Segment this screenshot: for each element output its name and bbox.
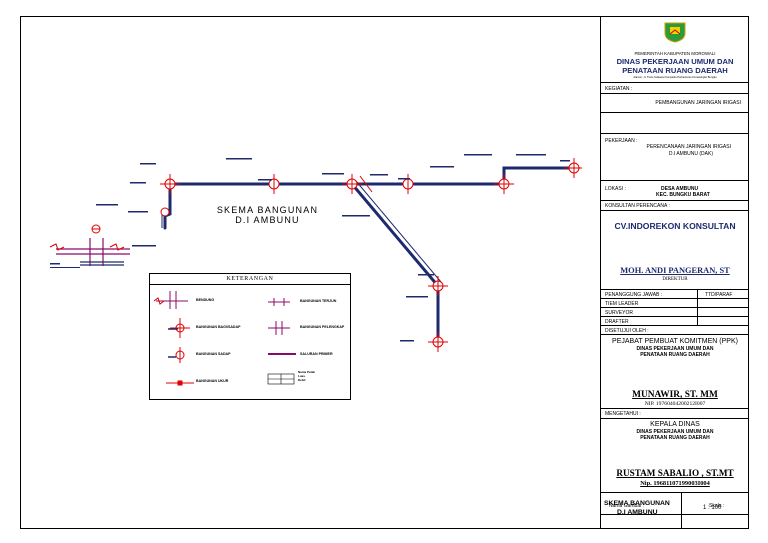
- role-row: DRAFTER: [601, 317, 749, 326]
- kegiatan-label: KEGIATAN :: [605, 86, 633, 92]
- lokasi-value2: KEC. BUNGKU BARAT: [656, 192, 710, 198]
- drawing-info-values: [601, 515, 749, 529]
- primary-canal-left: [163, 182, 276, 230]
- kegiatan-value: PEMBANGUNAN JARINGAN IRIGASI: [655, 100, 741, 106]
- role-drafter: DRAFTER: [605, 318, 629, 325]
- role-row: SURVEYOR: [601, 308, 749, 317]
- legend-saluran-primer: SALURAN PRIMER: [300, 352, 333, 356]
- irrigation-scheme-canvas: SKEMA BANGUNAN D.I AMBUNU: [20, 16, 600, 529]
- signature-header: TTD/PARAF: [705, 291, 733, 298]
- org-line2: DINAS PEKERJAAN UMUM DAN: [616, 57, 734, 66]
- approved-row: DISETUJUI OLEH :: [601, 326, 749, 335]
- responsibility-header-row: PENANGGUNG JAWAB : TTD/PARAF: [601, 290, 749, 299]
- legend-title: KETERANGAN: [150, 274, 350, 285]
- lokasi-value1: DESA AMBUNU: [661, 186, 699, 192]
- legend-bendung: BENDUNG: [196, 298, 215, 302]
- known-section: MENGETAHUI : KEPALA DINAS DINAS PEKERJAA…: [601, 409, 749, 493]
- head-title: KEPALA DINAS: [650, 421, 700, 428]
- legend-luas: Luas: [298, 374, 306, 378]
- org-address: Alamat : Jl. Trans Sulawesi Kompleks Per…: [633, 76, 717, 79]
- head-org1: DINAS PEKERJAAN UMUM DAN: [636, 429, 714, 435]
- role-surveyor: SURVEYOR: [605, 309, 633, 316]
- drawing-frame: [20, 16, 749, 529]
- konsultan-name: CV.INDOREKON KONSULTAN: [614, 221, 736, 231]
- legend-sadap: BANGUNAN SADAP: [196, 352, 231, 356]
- director-title: DIREKTUR: [662, 277, 688, 282]
- scale-label: Skala :: [709, 503, 725, 509]
- known-label: MENGETAHUI :: [605, 410, 641, 417]
- legend-nama-petak: Nama Petak: [298, 370, 316, 374]
- ppk-nip: NIP. 19760404200212I007: [644, 401, 706, 407]
- role-team-leader: TIEM LEADER: [605, 300, 639, 307]
- ppk-org2: PENATAAN RUANG DAERAH: [640, 352, 710, 358]
- pekerjaan-label: PEKERJAAN :: [605, 138, 638, 144]
- pekerjaan-value1: PERENCANAAN JARINGAN IRIGASI: [646, 144, 731, 150]
- primary-canal-upper: [350, 166, 576, 186]
- legend-symbols: [153, 291, 296, 386]
- drawing-info-header: Nama Gambar : Skala :: [601, 493, 749, 515]
- weir-structure: [56, 238, 130, 266]
- drawing-name-label: Nama Gambar :: [609, 503, 645, 509]
- konsultan-section: CV.INDOREKON KONSULTAN MOH. ANDI PANGERA…: [601, 211, 749, 290]
- lokasi-label: LOKASI :: [605, 186, 626, 192]
- legend-pelengkap: BANGUNAN PELENGKAP: [300, 325, 345, 329]
- legend-debit: Debit: [298, 378, 306, 382]
- scheme-drawing: [49, 154, 582, 352]
- org-line1: PEMERINTAH KABUPATEN MOROWALI: [634, 51, 716, 56]
- plot-labels: [50, 154, 570, 342]
- ppk-title: PEJABAT PEMBUAT KOMITMEN (PPK): [612, 338, 738, 345]
- drawing-name-line2: D.I AMBUNU: [617, 509, 658, 516]
- org-line3: PENATAAN RUANG DAERAH: [622, 66, 728, 75]
- scheme-title: SKEMA BANGUNAN D.I AMBUNU: [205, 205, 330, 225]
- legend-box: KETERANGAN BENDUNG BANGUNAN BAGI/SADAP B…: [149, 273, 351, 400]
- responsibility-header: PENANGGUNG JAWAB :: [605, 291, 663, 298]
- ppk-org1: DINAS PEKERJAAN UMUM DAN: [636, 346, 714, 352]
- legend-bagi-sadap: BANGUNAN BAGI/SADAP: [196, 325, 241, 329]
- scale-value: 1 : 100: [703, 505, 722, 511]
- kegiatan-section: KEGIATAN : PEMBANGUNAN JARINGAN IRIGASI: [601, 83, 749, 134]
- head-nip: Nip. 19681107199003I004: [640, 480, 710, 487]
- scheme-title-line1: SKEMA BANGUNAN: [216, 205, 319, 215]
- lokasi-section: LOKASI : DESA AMBUNU KEC. BUNGKU BARAT: [601, 181, 749, 201]
- pekerjaan-value2: D.I AMBUNU (DAK): [668, 151, 713, 157]
- role-row: TIEM LEADER: [601, 299, 749, 308]
- konsultan-label: KONSULTAN PERENCANA :: [605, 203, 670, 209]
- approved-label: DISETUJUI OLEH :: [605, 327, 649, 334]
- konsultan-label-row: KONSULTAN PERENCANA :: [601, 201, 749, 211]
- head-org2: PENATAAN RUANG DAERAH: [640, 435, 710, 441]
- secondary-canal-diagonal: [350, 182, 440, 288]
- title-block-header: PEMERINTAH KABUPATEN MOROWALI DINAS PEKE…: [601, 16, 749, 83]
- ppk-section: PEJABAT PEMBUAT KOMITMEN (PPK) DINAS PEK…: [601, 335, 749, 409]
- legend-terjun: BANGUNAN TERJUN: [300, 299, 337, 303]
- scheme-title-line2: D.I AMBUNU: [235, 215, 300, 225]
- head-name: RUSTAM SABALIO , ST.MT: [616, 468, 734, 478]
- ppk-name: MUNAWIR, ST. MM: [632, 390, 718, 400]
- title-block: PEMERINTAH KABUPATEN MOROWALI DINAS PEKE…: [600, 16, 749, 529]
- drawing-name-line1: SKEMA BANGUNAN: [604, 500, 670, 507]
- director-name: MOH. ANDI PANGERAN, ST: [620, 266, 730, 275]
- regency-emblem-icon: [664, 22, 686, 43]
- pekerjaan-section: PEKERJAAN : PERENCANAAN JARINGAN IRIGASI…: [601, 134, 749, 181]
- legend-ukur: BANGUNAN UKUR: [196, 379, 229, 383]
